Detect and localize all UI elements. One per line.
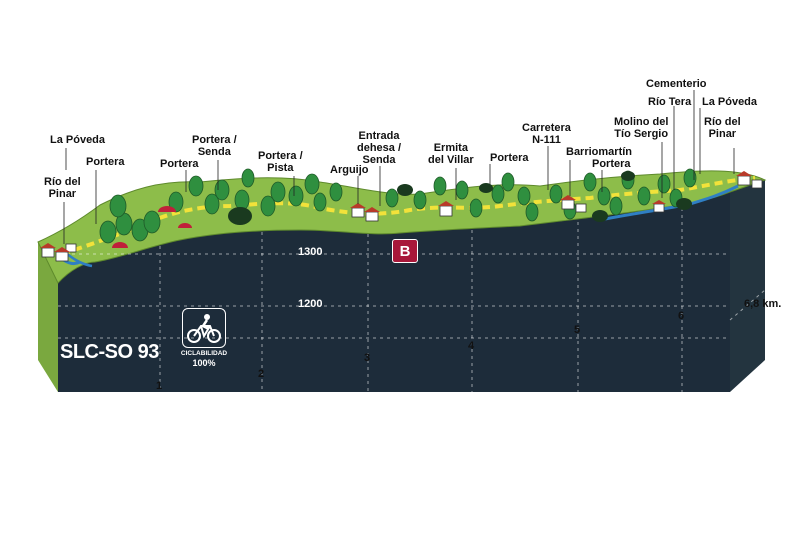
label-portera-1: Portera <box>86 156 125 168</box>
leader-lines <box>63 90 735 244</box>
km-gridlines <box>159 208 766 392</box>
ciclabilidad-label: CICLABILIDAD 100% <box>176 350 232 368</box>
terrain-front-face <box>58 192 730 392</box>
ciclabilidad-percent: 100% <box>192 358 216 368</box>
route-code: SLC-SO 93 <box>60 341 159 363</box>
label-la-poveda-start: La Póveda <box>50 134 106 146</box>
km-tick-1: 1 <box>156 380 163 392</box>
ciclabilidad-badge: CICLABILIDAD 100% <box>181 308 227 368</box>
terrain-side-face <box>730 180 765 392</box>
km-tick-6: 6 <box>678 310 685 322</box>
house-roofs <box>40 171 752 252</box>
bicycle-icon <box>182 308 226 348</box>
label-rio-tera: Río Tera <box>648 96 692 108</box>
dark-trees <box>228 171 692 225</box>
red-bushes <box>112 206 192 248</box>
km-tick-end: 6,8 km. <box>744 298 782 310</box>
label-portera-2: Portera <box>160 158 199 170</box>
route-path <box>61 176 756 256</box>
km-tick-2: 2 <box>258 368 265 380</box>
km-tick-5: 5 <box>574 324 581 336</box>
label-barriomartin: Barriomartín <box>566 146 633 158</box>
houses <box>41 175 763 262</box>
label-portera-senda: Portera /Senda <box>192 134 237 158</box>
km-tick-3: 3 <box>364 352 371 364</box>
elevation-label-1200: 1200 <box>298 298 323 310</box>
label-portera-pista: Portera /Pista <box>258 150 303 174</box>
terrain-left-face <box>38 242 58 392</box>
marker-b-badge: B <box>392 239 418 263</box>
label-cementerio: Cementerio <box>646 78 707 90</box>
elevation-label-1300: 1300 <box>298 246 323 258</box>
label-portera-3: Portera <box>490 152 529 164</box>
label-portera-4: Portera <box>592 158 631 170</box>
label-arguijo: Arguijo <box>330 164 369 176</box>
km-tick-4: 4 <box>468 340 475 352</box>
label-la-poveda-end: La Póveda <box>702 96 758 108</box>
trees <box>99 168 697 244</box>
